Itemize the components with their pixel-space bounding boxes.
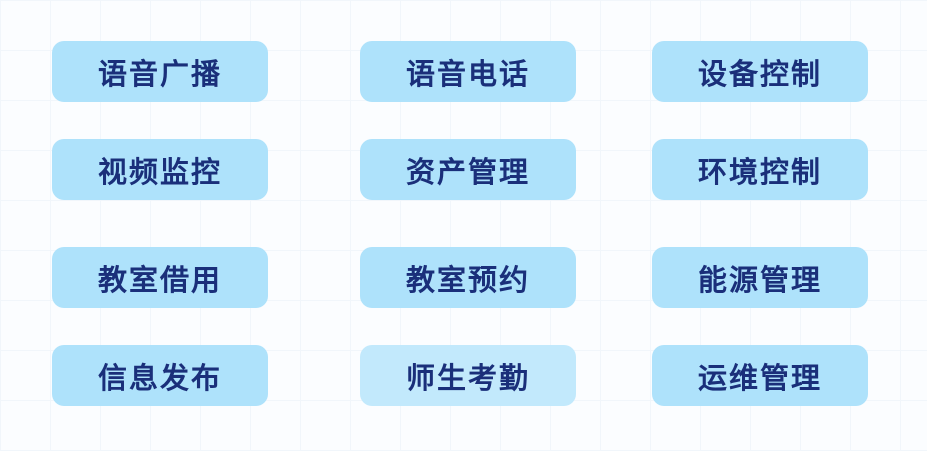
device-control-button[interactable]: 设备控制 xyxy=(652,41,868,102)
info-publish-button[interactable]: 信息发布 xyxy=(52,345,268,406)
voice-call-button[interactable]: 语音电话 xyxy=(360,41,576,102)
environment-control-button[interactable]: 环境控制 xyxy=(652,139,868,200)
video-surveillance-button[interactable]: 视频监控 xyxy=(52,139,268,200)
attendance-button[interactable]: 师生考勤 xyxy=(360,345,576,406)
operations-management-button[interactable]: 运维管理 xyxy=(652,345,868,406)
voice-broadcast-button[interactable]: 语音广播 xyxy=(52,41,268,102)
classroom-borrow-button[interactable]: 教室借用 xyxy=(52,247,268,308)
energy-management-button[interactable]: 能源管理 xyxy=(652,247,868,308)
classroom-reservation-button[interactable]: 教室预约 xyxy=(360,247,576,308)
asset-management-button[interactable]: 资产管理 xyxy=(360,139,576,200)
